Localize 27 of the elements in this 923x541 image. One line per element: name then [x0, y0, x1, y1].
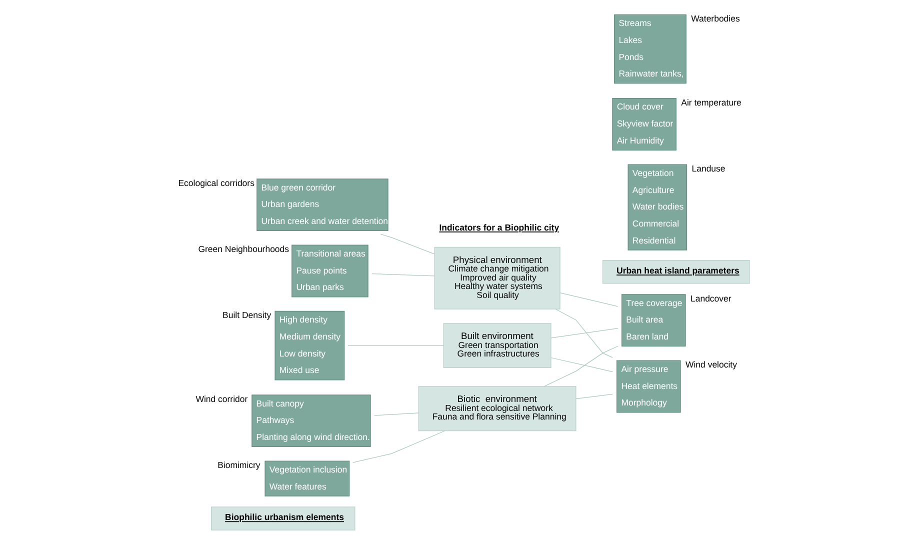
node-label: Air temperature — [680, 97, 741, 108]
node-box: Biotic environment Resilient ecological network Fauna and flora sensitive Planning — [418, 386, 576, 432]
connector — [550, 357, 613, 372]
connector — [352, 430, 445, 463]
connector — [559, 292, 618, 307]
connector — [380, 234, 434, 254]
node-box: Urban heat island parameters — [602, 260, 750, 284]
node-label: Built Density — [222, 310, 271, 320]
connector — [543, 346, 618, 387]
connector — [575, 394, 612, 400]
node-box: Built environment Green transportation Green infrastructures — [442, 323, 551, 368]
node-box: Physical environment Climate change mitigation Improved air quality Healthy water systems Soil quality — [434, 246, 560, 310]
node-box: Biophilic urbanism elements — [210, 506, 355, 530]
node-label: Wind velocity — [685, 360, 736, 370]
node-label: Landuse — [691, 164, 725, 174]
node-label: Biomimicry — [217, 460, 260, 470]
connector — [371, 273, 434, 276]
connector — [347, 345, 444, 346]
connector — [374, 412, 418, 416]
node-label: Waterbodies — [690, 14, 740, 24]
connector — [554, 308, 612, 358]
node-label: Landcover — [690, 293, 731, 304]
node-label: Wind corridor — [195, 394, 248, 404]
node-label: Ecological corridors — [178, 178, 254, 188]
connector — [550, 328, 618, 338]
label: Indicators for a Biophilic city — [438, 222, 559, 233]
node-label: Green Neighbourhoods — [198, 244, 289, 254]
